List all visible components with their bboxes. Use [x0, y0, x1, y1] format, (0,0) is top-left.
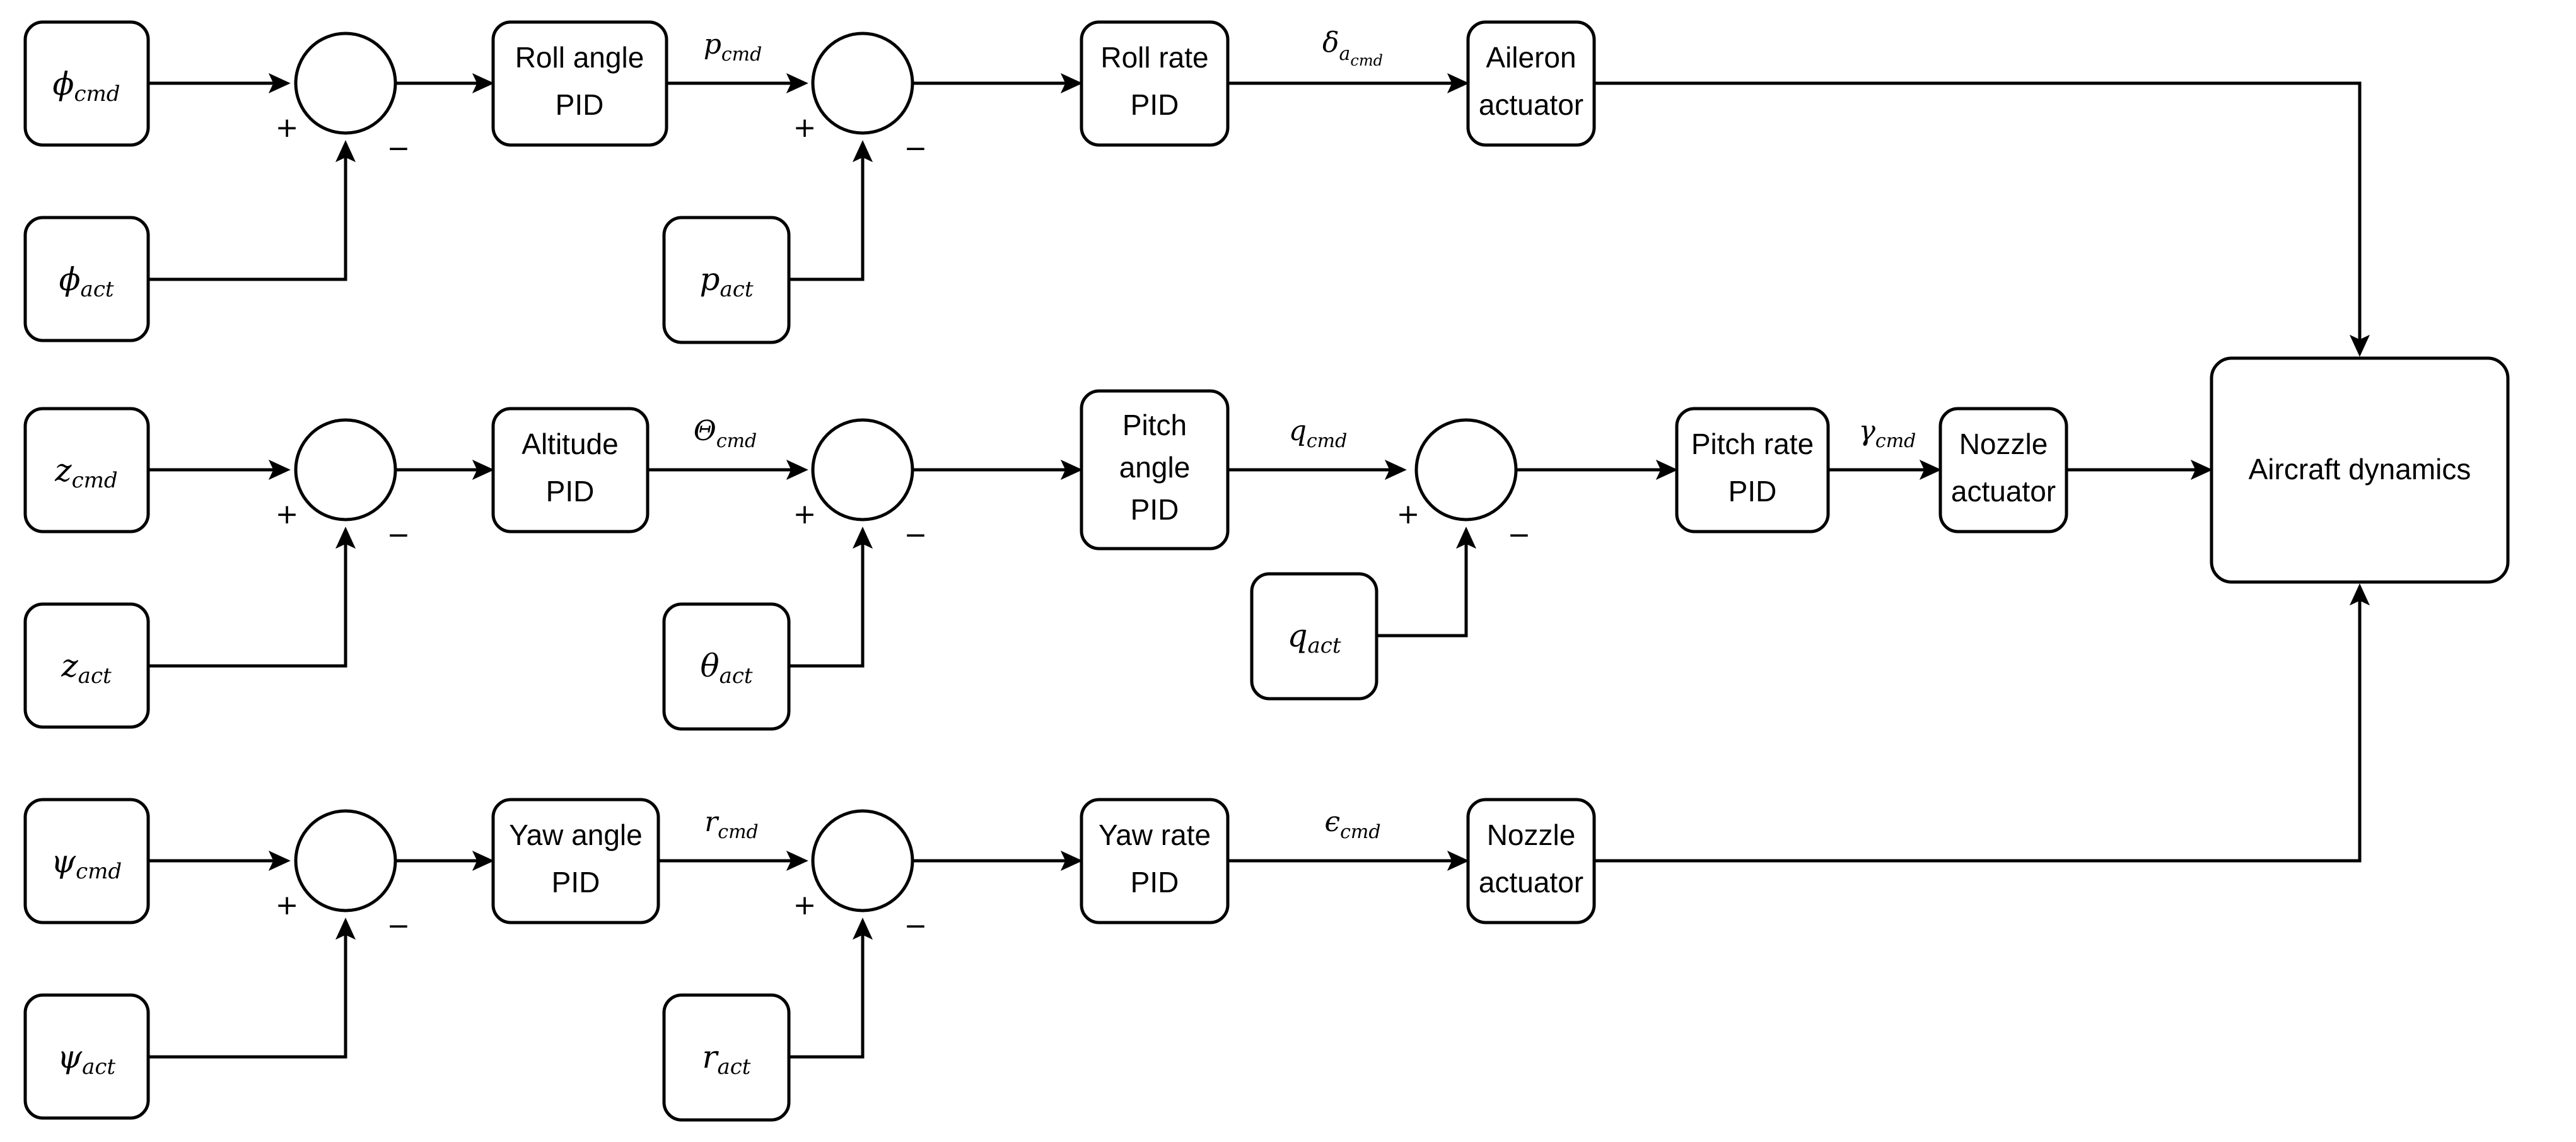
block-roll-rate-pid-line2: PID	[1131, 88, 1179, 121]
block-yaw-rate-pid-line2: PID	[1131, 866, 1179, 899]
block-p-act: pact	[662, 216, 791, 344]
block-q-act-label: qact	[1288, 617, 1341, 658]
block-psi-cmd-label: ψcmd	[51, 843, 122, 884]
block-pitch-angle-pid-line1: Pitch	[1122, 409, 1187, 441]
wire-z-act-feedback	[148, 527, 356, 668]
sum-junction-yaw-rate	[811, 809, 914, 912]
block-z-act: zact	[23, 602, 150, 729]
block-aircraft-dynamics: Aircraft dynamics	[2210, 356, 2510, 584]
block-roll-angle-pid: Roll angle PID	[491, 20, 668, 147]
wire-phi-act-feedback	[148, 140, 356, 281]
sign-minus-roll-rate: −	[904, 132, 928, 165]
block-altitude-pid-line2: PID	[546, 475, 595, 508]
block-pitch-rate-pid-line2: PID	[1728, 475, 1777, 508]
block-z-act-label: zact	[61, 648, 112, 689]
sign-plus-yaw-rate: +	[793, 889, 817, 921]
wire-r-act-feedback	[789, 918, 873, 1059]
block-roll-angle-pid-line1: Roll angle	[515, 41, 644, 74]
block-phi-cmd: ϕcmd	[23, 20, 150, 147]
block-aircraft-dynamics-label: Aircraft dynamics	[2249, 453, 2471, 486]
block-phi-cmd-label: ϕcmd	[52, 66, 120, 107]
sum-junction-altitude	[294, 418, 397, 521]
sum-junction-yaw-angle	[294, 809, 397, 912]
signal-label-epsilon-cmd: ϵcmd	[1324, 806, 1380, 843]
block-aircraft-dynamics-shape	[2210, 356, 2510, 584]
block-aileron-actuator-line1: Aileron	[1486, 41, 1576, 74]
block-yaw-angle-pid-line2: PID	[552, 866, 600, 899]
sign-plus-roll-rate: +	[793, 112, 817, 144]
block-aileron-actuator: Aileron actuator	[1466, 20, 1596, 147]
block-pitch-angle-pid: Pitch angle PID	[1080, 389, 1230, 551]
block-nozzle-actuator-yaw: Nozzle actuator	[1466, 798, 1596, 924]
block-nozzle-actuator-pitch: Nozzle actuator	[1938, 407, 2068, 533]
block-yaw-rate-pid: Yaw rate PID	[1080, 798, 1230, 924]
block-nozzle-actuator-yaw-line1: Nozzle	[1487, 819, 1576, 851]
sign-minus-pitch-rate: −	[1508, 519, 1531, 551]
signal-label-r-cmd: rcmd	[704, 806, 759, 843]
block-p-act-label: pact	[700, 261, 754, 302]
sign-minus-roll-angle: −	[387, 132, 411, 165]
wire-p-act-feedback	[789, 140, 873, 281]
sign-plus-altitude: +	[276, 498, 299, 530]
sign-minus-altitude: −	[387, 519, 411, 551]
block-r-act-label: ract	[702, 1039, 751, 1080]
sign-minus-yaw-rate: −	[904, 910, 928, 942]
sign-minus-pitch-angle: −	[904, 519, 928, 551]
sum-junction-pitch-rate	[1414, 418, 1518, 521]
block-yaw-rate-pid-line1: Yaw rate	[1099, 819, 1211, 851]
block-pitch-angle-pid-line3: PID	[1131, 493, 1179, 526]
sum-junction-roll-angle	[294, 32, 397, 135]
wire-aileron-to-aircraft-dynamics	[1594, 81, 2370, 357]
signal-label-q-cmd: qcmd	[1289, 415, 1348, 452]
block-roll-rate-pid: Roll rate PID	[1080, 20, 1230, 147]
sign-minus-yaw-angle: −	[387, 910, 411, 942]
block-nozzle-actuator-yaw-line2: actuator	[1479, 866, 1583, 899]
block-altitude-pid-line1: Altitude	[522, 428, 618, 460]
signal-label-delta-a-cmd: δacmd	[1322, 26, 1383, 69]
block-q-act: qact	[1250, 572, 1378, 701]
signal-label-p-cmd: pcmd	[704, 28, 762, 66]
block-nozzle-actuator-pitch-line1: Nozzle	[1959, 428, 2048, 460]
block-pitch-rate-pid: Pitch rate PID	[1675, 407, 1830, 533]
block-psi-cmd: ψcmd	[23, 798, 150, 924]
block-z-cmd-label: zcmd	[54, 452, 117, 493]
block-roll-angle-pid-line2: PID	[556, 88, 604, 121]
sign-plus-roll-angle: +	[276, 112, 299, 144]
block-aileron-actuator-line2: actuator	[1479, 88, 1583, 121]
block-nozzle-actuator-pitch-line2: actuator	[1951, 475, 2056, 508]
block-z-cmd: zcmd	[23, 407, 150, 533]
sum-junction-pitch-angle	[811, 418, 914, 521]
wire-nozzle-yaw-to-aircraft-dynamics	[1594, 583, 2370, 863]
wire-theta-act-feedback	[789, 527, 873, 668]
sign-plus-yaw-angle: +	[276, 889, 299, 921]
block-psi-act-label: ψact	[57, 1039, 116, 1080]
block-r-act: ract	[662, 993, 791, 1122]
block-altitude-pid: Altitude PID	[491, 407, 650, 533]
block-phi-act: ϕact	[23, 216, 150, 342]
sum-junction-roll-rate	[811, 32, 914, 135]
block-roll-rate-pid-line1: Roll rate	[1100, 41, 1208, 74]
block-theta-act-label: θact	[700, 648, 752, 689]
block-theta-act: θact	[662, 602, 791, 731]
block-yaw-angle-pid: Yaw angle PID	[491, 798, 660, 924]
block-pitch-angle-pid-line2: angle	[1119, 451, 1191, 484]
signal-label-Theta-cmd: Θcmd	[694, 415, 757, 452]
block-phi-act-label: ϕact	[59, 261, 114, 302]
wire-psi-act-feedback	[148, 918, 356, 1059]
block-pitch-rate-pid-line1: Pitch rate	[1691, 428, 1814, 460]
wire-q-act-feedback	[1377, 527, 1477, 638]
sign-plus-pitch-angle: +	[793, 498, 817, 530]
block-yaw-angle-pid-line1: Yaw angle	[509, 819, 642, 851]
sign-plus-pitch-rate: +	[1397, 498, 1420, 530]
signal-label-gamma-cmd: γcmd	[1859, 415, 1916, 452]
block-psi-act: ψact	[23, 993, 150, 1120]
